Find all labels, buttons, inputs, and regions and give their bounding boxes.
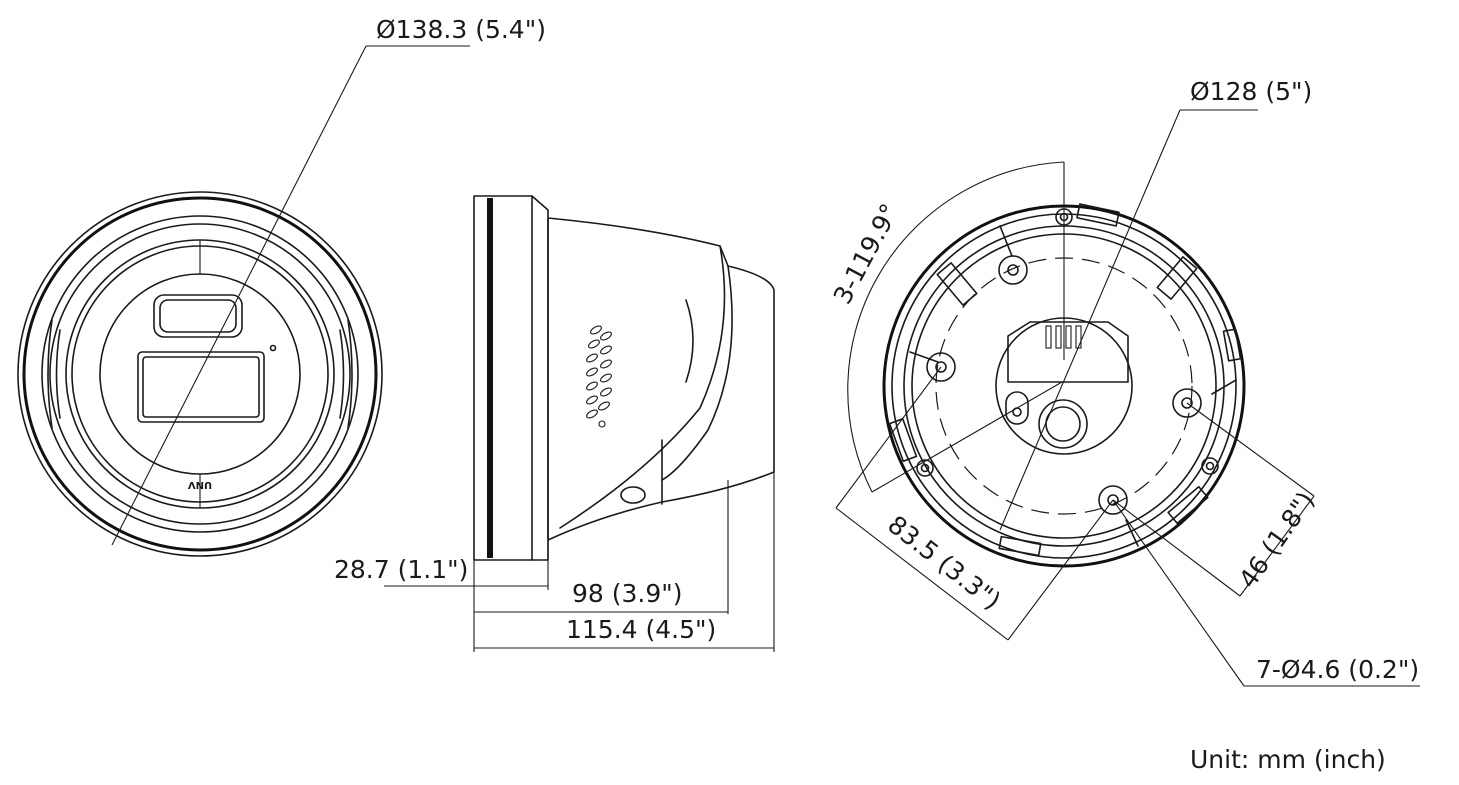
base-spacing-dim-line	[835, 507, 1009, 641]
base-offset-ext-1	[1186, 402, 1315, 497]
base-offset-dim-line	[1239, 495, 1315, 597]
base-hub	[995, 317, 1133, 455]
base-spacing-ext-2	[1007, 499, 1114, 641]
base-spoke	[909, 351, 939, 363]
side-trim	[685, 299, 694, 383]
base-diameter-leader	[999, 109, 1181, 531]
base-channel-inner	[911, 233, 1217, 539]
side-depth-label: 98 (3.9")	[572, 579, 683, 608]
base-slot	[1005, 391, 1029, 425]
base-spacing-ext-1	[835, 366, 942, 509]
side-base	[473, 195, 549, 561]
front-bezel	[41, 215, 359, 533]
front-lens-window-inner	[142, 356, 260, 418]
side-dome-edge-inner	[661, 265, 733, 481]
base-connector-cutout	[1007, 321, 1129, 383]
base-hole-spec-leader	[1112, 499, 1245, 687]
base-hole-offset-label: 46 (1.8")	[1233, 486, 1320, 593]
front-lens-window	[137, 351, 265, 423]
base-spoke	[1125, 519, 1139, 547]
base-channel	[903, 225, 1225, 547]
front-dome	[65, 239, 335, 509]
front-left-vent-inner	[55, 329, 61, 419]
front-logo: UNV	[188, 479, 212, 490]
side-body	[547, 217, 775, 541]
base-spoke	[999, 225, 1013, 257]
base-offset-ext-2	[1112, 499, 1241, 597]
front-rim	[22, 196, 378, 552]
front-right-vent	[347, 319, 353, 429]
side-total-depth-label: 115.4 (4.5")	[566, 615, 716, 644]
front-light-window-inner	[159, 299, 237, 333]
base-angle-arc	[847, 161, 1065, 493]
front-view: UNV Ø138.3 (5.4")	[17, 15, 546, 557]
front-lens-face	[99, 273, 301, 475]
front-light-window	[153, 294, 243, 338]
side-view: 28.7 (1.1") 98 (3.9") 115.4 (4.5")	[334, 195, 775, 652]
base-angle-ref-2	[871, 381, 1063, 493]
front-right-vent-inner	[339, 329, 345, 419]
front-dome-inner	[71, 245, 329, 503]
front-sensor-dot	[269, 344, 277, 352]
front-left-vent	[47, 319, 53, 429]
front-outer-ring	[17, 191, 383, 557]
base-spoke	[1211, 379, 1237, 395]
base-cable-hole	[1038, 399, 1088, 449]
unit-label: Unit: mm (inch)	[1190, 745, 1386, 774]
base-slot-hole	[1012, 407, 1022, 417]
base-hole-circle	[935, 257, 1193, 515]
side-connector	[620, 486, 646, 504]
front-diameter-label: Ø138.3 (5.4")	[376, 15, 546, 44]
front-diameter-leader	[111, 45, 367, 546]
base-rim-notches	[888, 203, 1242, 557]
base-screw-holes	[916, 208, 1219, 515]
side-speaker-grill	[586, 325, 612, 428]
base-connector-pins	[1045, 325, 1082, 349]
base-view: 3-119.9°	[828, 77, 1420, 687]
side-base-height-label: 28.7 (1.1")	[334, 555, 468, 584]
base-hole-spec-label: 7-Ø4.6 (0.2")	[1256, 655, 1419, 684]
side-base-band	[487, 198, 493, 558]
base-diameter-label: Ø128 (5")	[1190, 77, 1312, 106]
side-dome-edge	[559, 245, 726, 529]
front-bezel-inner	[49, 223, 351, 525]
